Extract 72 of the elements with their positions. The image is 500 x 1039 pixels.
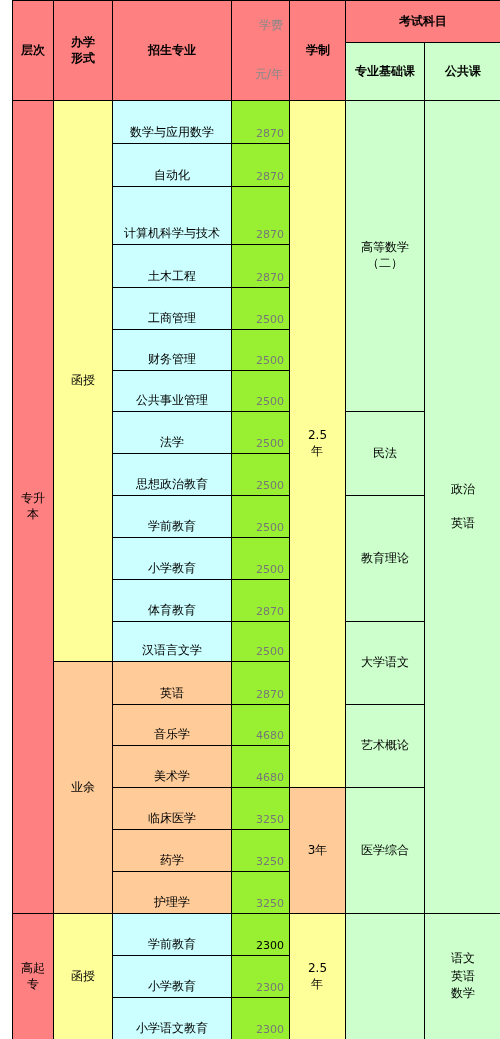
- exam-subject: 语文: [450, 951, 475, 967]
- tuition-fee: 2870: [256, 270, 284, 285]
- tuition-fee: 2300: [256, 1022, 284, 1037]
- major-name: 学前教育: [148, 937, 196, 953]
- level-label: 专升本: [21, 491, 45, 523]
- major-name: 小学教育: [148, 561, 196, 577]
- column-header: 元/年: [254, 67, 283, 84]
- tuition-fee: 2870: [256, 227, 284, 242]
- tuition-fee: 2300: [256, 980, 284, 995]
- tuition-fee: 2500: [256, 562, 284, 577]
- major-name: 法学: [160, 435, 184, 451]
- major-name: 土木工程: [148, 269, 196, 285]
- column-header: 学制: [305, 42, 330, 59]
- column-header: 专业基础课: [355, 63, 415, 80]
- exam-subject: 艺术概论: [361, 738, 409, 754]
- tuition-fee: 3250: [256, 812, 284, 827]
- tuition-fee: 2870: [256, 126, 284, 141]
- study-duration: 3年: [307, 842, 328, 859]
- tuition-fee: 3250: [256, 854, 284, 869]
- column-header: 学费: [259, 17, 283, 34]
- major-name: 工商管理: [148, 311, 196, 327]
- major-name: 临床医学: [148, 811, 196, 827]
- major-name: 学前教育: [148, 519, 196, 535]
- major-name: 思想政治教育: [136, 477, 208, 493]
- tuition-fee: 2500: [256, 478, 284, 493]
- column-header: 招生专业: [148, 42, 196, 59]
- major-name: 公共事业管理: [136, 393, 208, 409]
- major-name: 财务管理: [148, 352, 196, 368]
- tuition-fee: 2300: [256, 938, 284, 953]
- exam-subject: 高等数学（二）: [360, 240, 410, 272]
- tuition-fee: 2870: [256, 604, 284, 619]
- major-name: 美术学: [154, 769, 190, 785]
- major-name: 计算机科学与技术: [124, 226, 220, 242]
- tuition-fee: 4680: [256, 770, 284, 785]
- major-name: 药学: [160, 853, 184, 869]
- major-name: 护理学: [154, 895, 190, 911]
- tuition-fee: 2500: [256, 312, 284, 327]
- study-duration: 2.5年: [306, 428, 329, 460]
- major-name: 小学语文教育: [136, 1021, 208, 1037]
- exam-subject: 政治: [450, 482, 475, 498]
- exam-subject: 英语: [450, 968, 475, 985]
- major-name: 自动化: [154, 168, 190, 184]
- tuition-fee: 3250: [256, 896, 284, 911]
- exam-subject: 民法: [373, 445, 397, 462]
- level-label: 高起专: [21, 960, 45, 993]
- column-header: 公共课: [444, 63, 481, 80]
- major-name: 体育教育: [148, 603, 196, 619]
- tuition-fee: 2870: [256, 169, 284, 184]
- tuition-fee: 2500: [256, 394, 284, 409]
- column-header: 层次: [21, 42, 45, 59]
- column-header: 考试科目: [399, 13, 447, 30]
- exam-subject: 大学语文: [361, 655, 409, 671]
- column-header: 办学形式: [70, 34, 96, 67]
- exam-subject: 教育理论: [361, 550, 409, 567]
- tuition-fee: 2870: [256, 687, 284, 702]
- study-duration: 2.5年: [306, 960, 329, 993]
- tuition-fee: 2500: [256, 644, 284, 659]
- exam-subject: 英语: [450, 516, 475, 532]
- major-name: 小学教育: [148, 979, 196, 995]
- study-mode: 函授: [71, 373, 95, 389]
- exam-subject: 数学: [450, 986, 475, 1002]
- study-mode: 业余: [71, 779, 95, 796]
- tuition-fee: 4680: [256, 728, 284, 743]
- tuition-fee: 2500: [256, 353, 284, 368]
- study-mode: 函授: [71, 968, 95, 985]
- major-name: 汉语言文学: [142, 643, 202, 659]
- exam-subject: 医学综合: [361, 842, 409, 859]
- major-name: 音乐学: [154, 727, 190, 743]
- major-name: 英语: [160, 686, 184, 702]
- tuition-fee: 2500: [256, 520, 284, 535]
- major-name: 数学与应用数学: [130, 125, 214, 141]
- tuition-fee: 2500: [256, 436, 284, 451]
